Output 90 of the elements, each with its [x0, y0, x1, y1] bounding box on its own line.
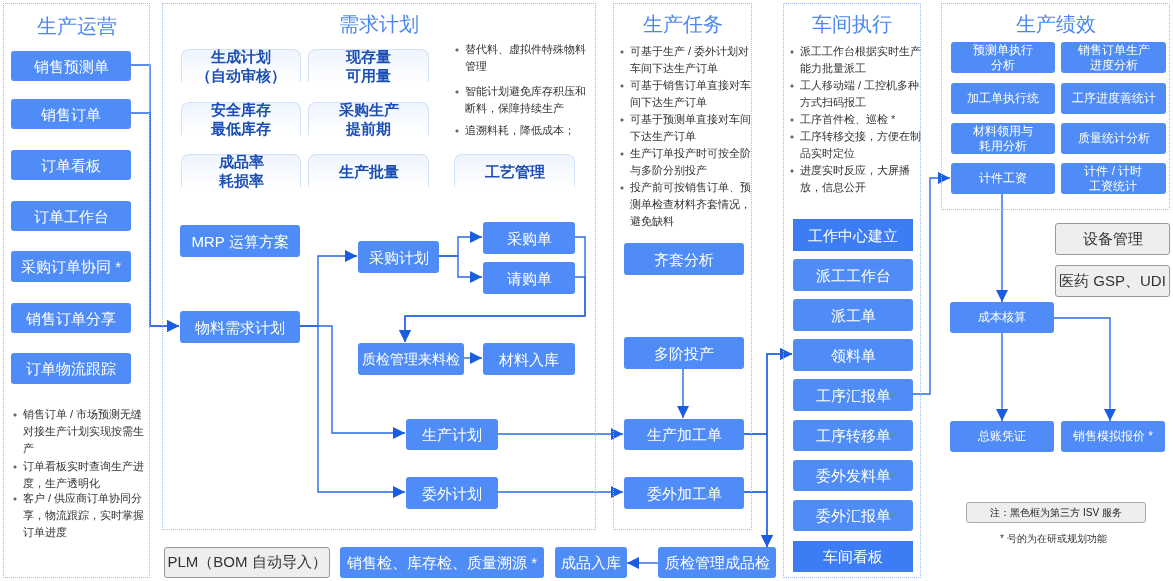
section-title: 生产运营: [35, 14, 118, 38]
arrow: [677, 367, 689, 419]
process-box: 成品入库: [555, 547, 627, 578]
process-box: 派工工作台: [793, 259, 913, 291]
bullet-text: 可基于生产 / 委外计划对车间下达生产订单: [618, 43, 752, 77]
process-box: 委外加工单: [624, 477, 744, 509]
section-panel: [613, 3, 752, 530]
parameter-box: 采购生产提前期: [308, 102, 429, 135]
process-box: 物料需求计划: [180, 311, 300, 343]
process-box: 销售订单分享: [11, 303, 131, 333]
section-title: 生产任务: [641, 12, 724, 36]
process-box: 多阶投产: [624, 337, 744, 369]
process-box: 计件工资: [951, 163, 1055, 194]
note-box: 注：黑色框为第三方 ISV 服务: [966, 502, 1146, 523]
section-panel: [162, 3, 596, 530]
process-box: 材料领用与耗用分析: [951, 123, 1055, 154]
parameter-box: 现存量可用量: [308, 49, 429, 82]
process-box: 采购计划: [358, 241, 439, 273]
process-box: 委外计划: [406, 477, 498, 509]
process-box: 派工单: [793, 299, 913, 331]
arrow: [298, 325, 406, 498]
process-box: 工作中心建立: [793, 219, 913, 251]
process-box: 销售订单: [11, 99, 131, 129]
arrow: [911, 172, 951, 395]
process-box: 材料入库: [483, 343, 575, 375]
section-title: 需求计划: [338, 12, 420, 36]
arrow: [437, 255, 483, 283]
section-panel: [941, 3, 1170, 210]
arrow: [996, 332, 1008, 422]
process-box: 生产计划: [406, 419, 498, 450]
process-box: 预测单执行分析: [951, 42, 1055, 73]
process-box: 销售检、库存检、质量溯源 *: [340, 547, 544, 578]
process-box: 订单工作台: [11, 201, 131, 231]
process-box: 采购单: [483, 222, 575, 254]
process-box: 总账凭证: [950, 421, 1054, 452]
bullet-text: 工人移动端 / 工控机多种方式扫码报工: [788, 77, 921, 111]
process-box: 订单看板: [11, 150, 131, 180]
parameter-box: 安全库存最低库存: [181, 102, 301, 135]
process-box: 销售订单生产进度分析: [1061, 42, 1166, 73]
arrow: [399, 276, 586, 343]
parameter-box: 生产批量: [308, 154, 429, 187]
bullet-text: 订单看板实时查询生产进度，生产透明化: [11, 458, 147, 492]
arrow: [496, 486, 624, 498]
process-box: 计件 / 计时工资统计: [1061, 163, 1166, 194]
bullet-text: 可基于销售订单直接对车间下达生产订单: [618, 77, 752, 111]
process-box: MRP 运算方案: [180, 225, 300, 257]
bullet-text: 销售订单 / 市场预测无缝对接生产计划实现按需生产: [11, 406, 147, 457]
process-box: 加工单执行统: [951, 83, 1055, 114]
arrow: [996, 192, 1008, 303]
service-box: 医药 GSP、UDI: [1055, 265, 1170, 297]
process-box: 委外汇报单: [793, 500, 913, 531]
service-box: PLM（BOM 自动导入）: [164, 547, 330, 578]
parameter-box: 工艺管理: [454, 154, 575, 187]
arrow: [462, 352, 483, 364]
arrow: [1053, 317, 1116, 422]
arrow: [496, 428, 624, 440]
arrow: [626, 557, 659, 569]
process-box: 生产加工单: [624, 419, 744, 450]
section-panel: [783, 3, 921, 578]
process-box: 成本核算: [950, 302, 1054, 333]
process-box: 工序转移单: [793, 420, 913, 451]
parameter-box: 生成计划（自动审核）: [181, 49, 301, 82]
process-box: 工序汇报单: [793, 379, 913, 411]
process-box: 工序进度善统计: [1061, 83, 1166, 114]
process-box: 请购单: [483, 262, 575, 294]
bullet-text: 派工工作台根据实时生产能力批量派工: [788, 43, 921, 77]
footnote-text: * 号的为在研或规划功能: [1000, 532, 1107, 546]
process-box: 销售模拟报价 *: [1061, 421, 1165, 452]
bullet-text: 生产订单投产时可按全阶与多阶分别投产: [618, 145, 752, 179]
process-box: 齐套分析: [624, 243, 744, 275]
section-title: 车间执行: [811, 12, 893, 36]
bullet-text: 投产前可按销售订单、预测单检查材料齐套情况，避免缺料: [618, 179, 752, 230]
process-box: 销售预测单: [11, 51, 131, 81]
arrow: [129, 112, 180, 332]
process-box: 质量统计分析: [1061, 123, 1166, 154]
arrow: [742, 491, 773, 548]
bullet-text: 工序转移交接，方便在制品实时定位: [788, 128, 921, 162]
process-box: 领料单: [793, 339, 913, 371]
section-title: 生产绩效: [1014, 12, 1097, 36]
bullet-text: 可基于预测单直接对车间下达生产订单: [618, 111, 752, 145]
process-box: 车间看板: [793, 541, 913, 572]
parameter-box: 成品率耗损率: [181, 154, 301, 187]
section-panel: [3, 3, 150, 578]
process-box: 采购订单协同 *: [11, 251, 131, 282]
process-box: 委外发料单: [793, 460, 913, 491]
process-box: 订单物流跟踪: [11, 353, 131, 384]
process-box: 质检管理成品检: [658, 547, 776, 578]
process-box: 质检管理来料检: [358, 343, 464, 375]
service-box: 设备管理: [1055, 223, 1170, 255]
bullet-text: 客户 / 供应商订单协同分享，物流跟踪，实时掌握订单进度: [11, 490, 147, 541]
